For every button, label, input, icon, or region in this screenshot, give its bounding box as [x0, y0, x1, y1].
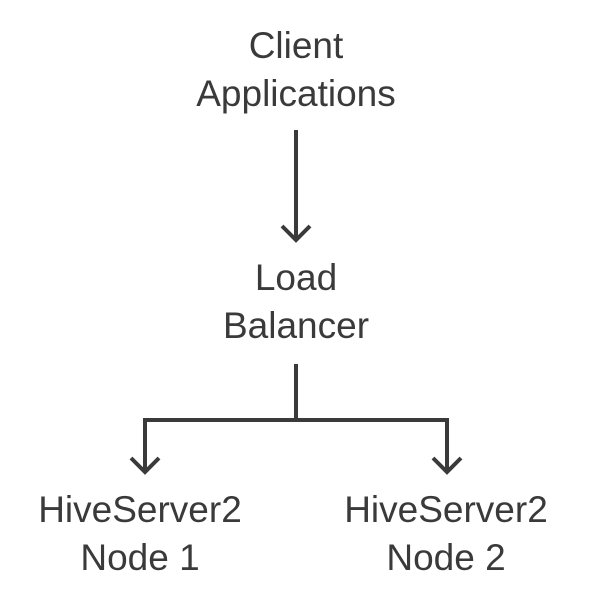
arrowhead-load-balancer	[280, 224, 312, 243]
node-client-line2: Applications	[196, 73, 396, 114]
node-hiveserver-2-line1: HiveServer2	[344, 489, 548, 530]
node-load-balancer-line1: Load	[254, 257, 338, 298]
node-load-balancer-line2: Balancer	[222, 305, 370, 346]
arrowhead-hiveserver-1	[129, 456, 161, 475]
node-hiveserver-1-line1: HiveServer2	[38, 489, 242, 530]
node-hiveserver-1-line2: Node 1	[80, 537, 200, 578]
node-hiveserver2-node-2: HiveServer2 Node 2	[300, 486, 592, 582]
node-client-line1: Client	[248, 25, 344, 66]
arrowhead-hiveserver-2	[431, 456, 463, 475]
node-load-balancer: Load Balancer	[146, 254, 446, 350]
node-hiveserver-2-line2: Node 2	[386, 537, 506, 578]
node-client-applications: Client Applications	[146, 22, 446, 118]
node-hiveserver2-node-1: HiveServer2 Node 1	[0, 486, 280, 582]
